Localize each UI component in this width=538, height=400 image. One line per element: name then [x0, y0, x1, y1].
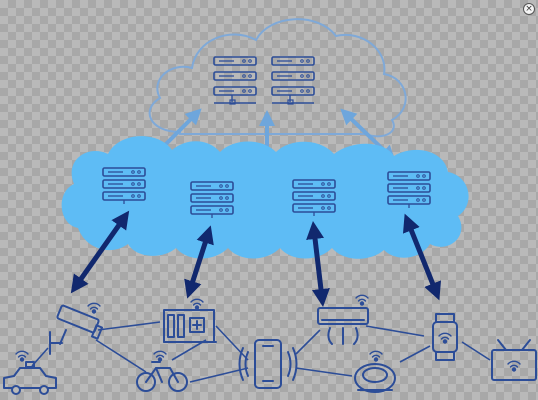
cloud-outline — [148, 18, 407, 138]
fog-device-arrow-4 — [402, 213, 442, 301]
robot-vacuum-icon — [354, 350, 396, 393]
fog-layer — [61, 136, 469, 259]
cloud-server-rack-right — [271, 56, 315, 105]
bicycle-icon — [136, 350, 188, 392]
cloud-server-rack-left — [213, 56, 257, 105]
cloud-layer — [148, 18, 407, 138]
hospital-icon — [163, 298, 217, 343]
close-icon: × — [525, 3, 533, 14]
fog-device-arrows — [70, 210, 442, 307]
car-icon — [3, 350, 57, 395]
fog-device-arrow-2 — [184, 225, 214, 299]
close-button[interactable]: × — [523, 3, 535, 15]
smartwatch-icon — [432, 313, 458, 361]
smartphone-icon — [238, 339, 298, 389]
fog-device-arrow-3 — [306, 221, 330, 307]
fog-device-arrow-1 — [70, 210, 130, 294]
device-links — [31, 321, 491, 383]
smart-tv-icon — [491, 339, 537, 381]
devices-layer — [3, 294, 537, 395]
cctv-camera-icon — [49, 302, 104, 355]
fog-cloud — [61, 136, 469, 259]
air-conditioner-icon — [317, 294, 369, 345]
